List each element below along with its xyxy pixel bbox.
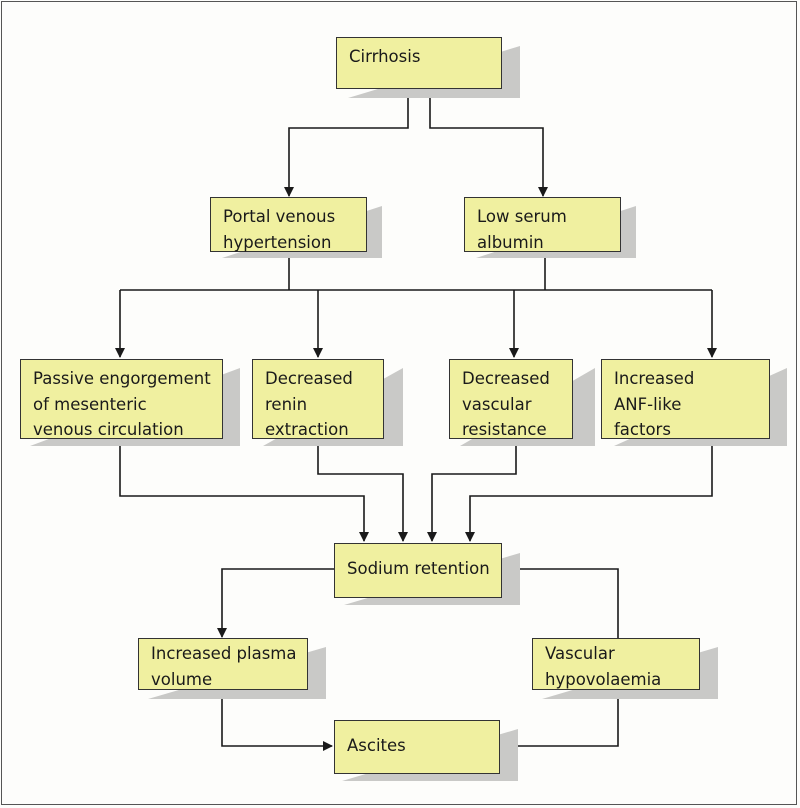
edge-cirrhosis-to-portal (284, 92, 409, 197)
node-vascular-hypovolaemia: Vascular hypovolaemia (532, 638, 700, 690)
edge-cirrhosis-to-albumin (429, 92, 548, 197)
edge-passive-to-sodium (119, 439, 369, 542)
node-cirrhosis: Cirrhosis (336, 37, 502, 89)
edge-anf-to-sodium (465, 439, 713, 542)
node-passive-engorgement: Passive engorgement of mesenteric venous… (20, 359, 223, 439)
edge-sodium-to-plasma (217, 568, 334, 638)
node-portal-venous-hypertension: Portal venous hypertension (210, 197, 367, 252)
node-increased-plasma-volume: Increased plasma volume (138, 638, 308, 690)
edge-plasma-to-ascites (221, 689, 333, 751)
edge-ascites-to-hypovolaemia (498, 689, 623, 747)
node-sodium-retention: Sodium retention (334, 543, 502, 598)
edge-resistance-to-sodium (427, 439, 517, 542)
node-decreased-vascular-resistance: Decreased vascular resistance (449, 359, 573, 439)
node-ascites: Ascites (334, 720, 500, 774)
node-low-serum-albumin: Low serum albumin (464, 197, 621, 252)
edge-hypovolaemia-to-sodium (504, 564, 619, 638)
node-increased-anf-factors: Increased ANF-like factors (601, 359, 770, 439)
node-decreased-renin-extraction: Decreased renin extraction (252, 359, 384, 439)
edge-renin-to-sodium (317, 439, 408, 542)
